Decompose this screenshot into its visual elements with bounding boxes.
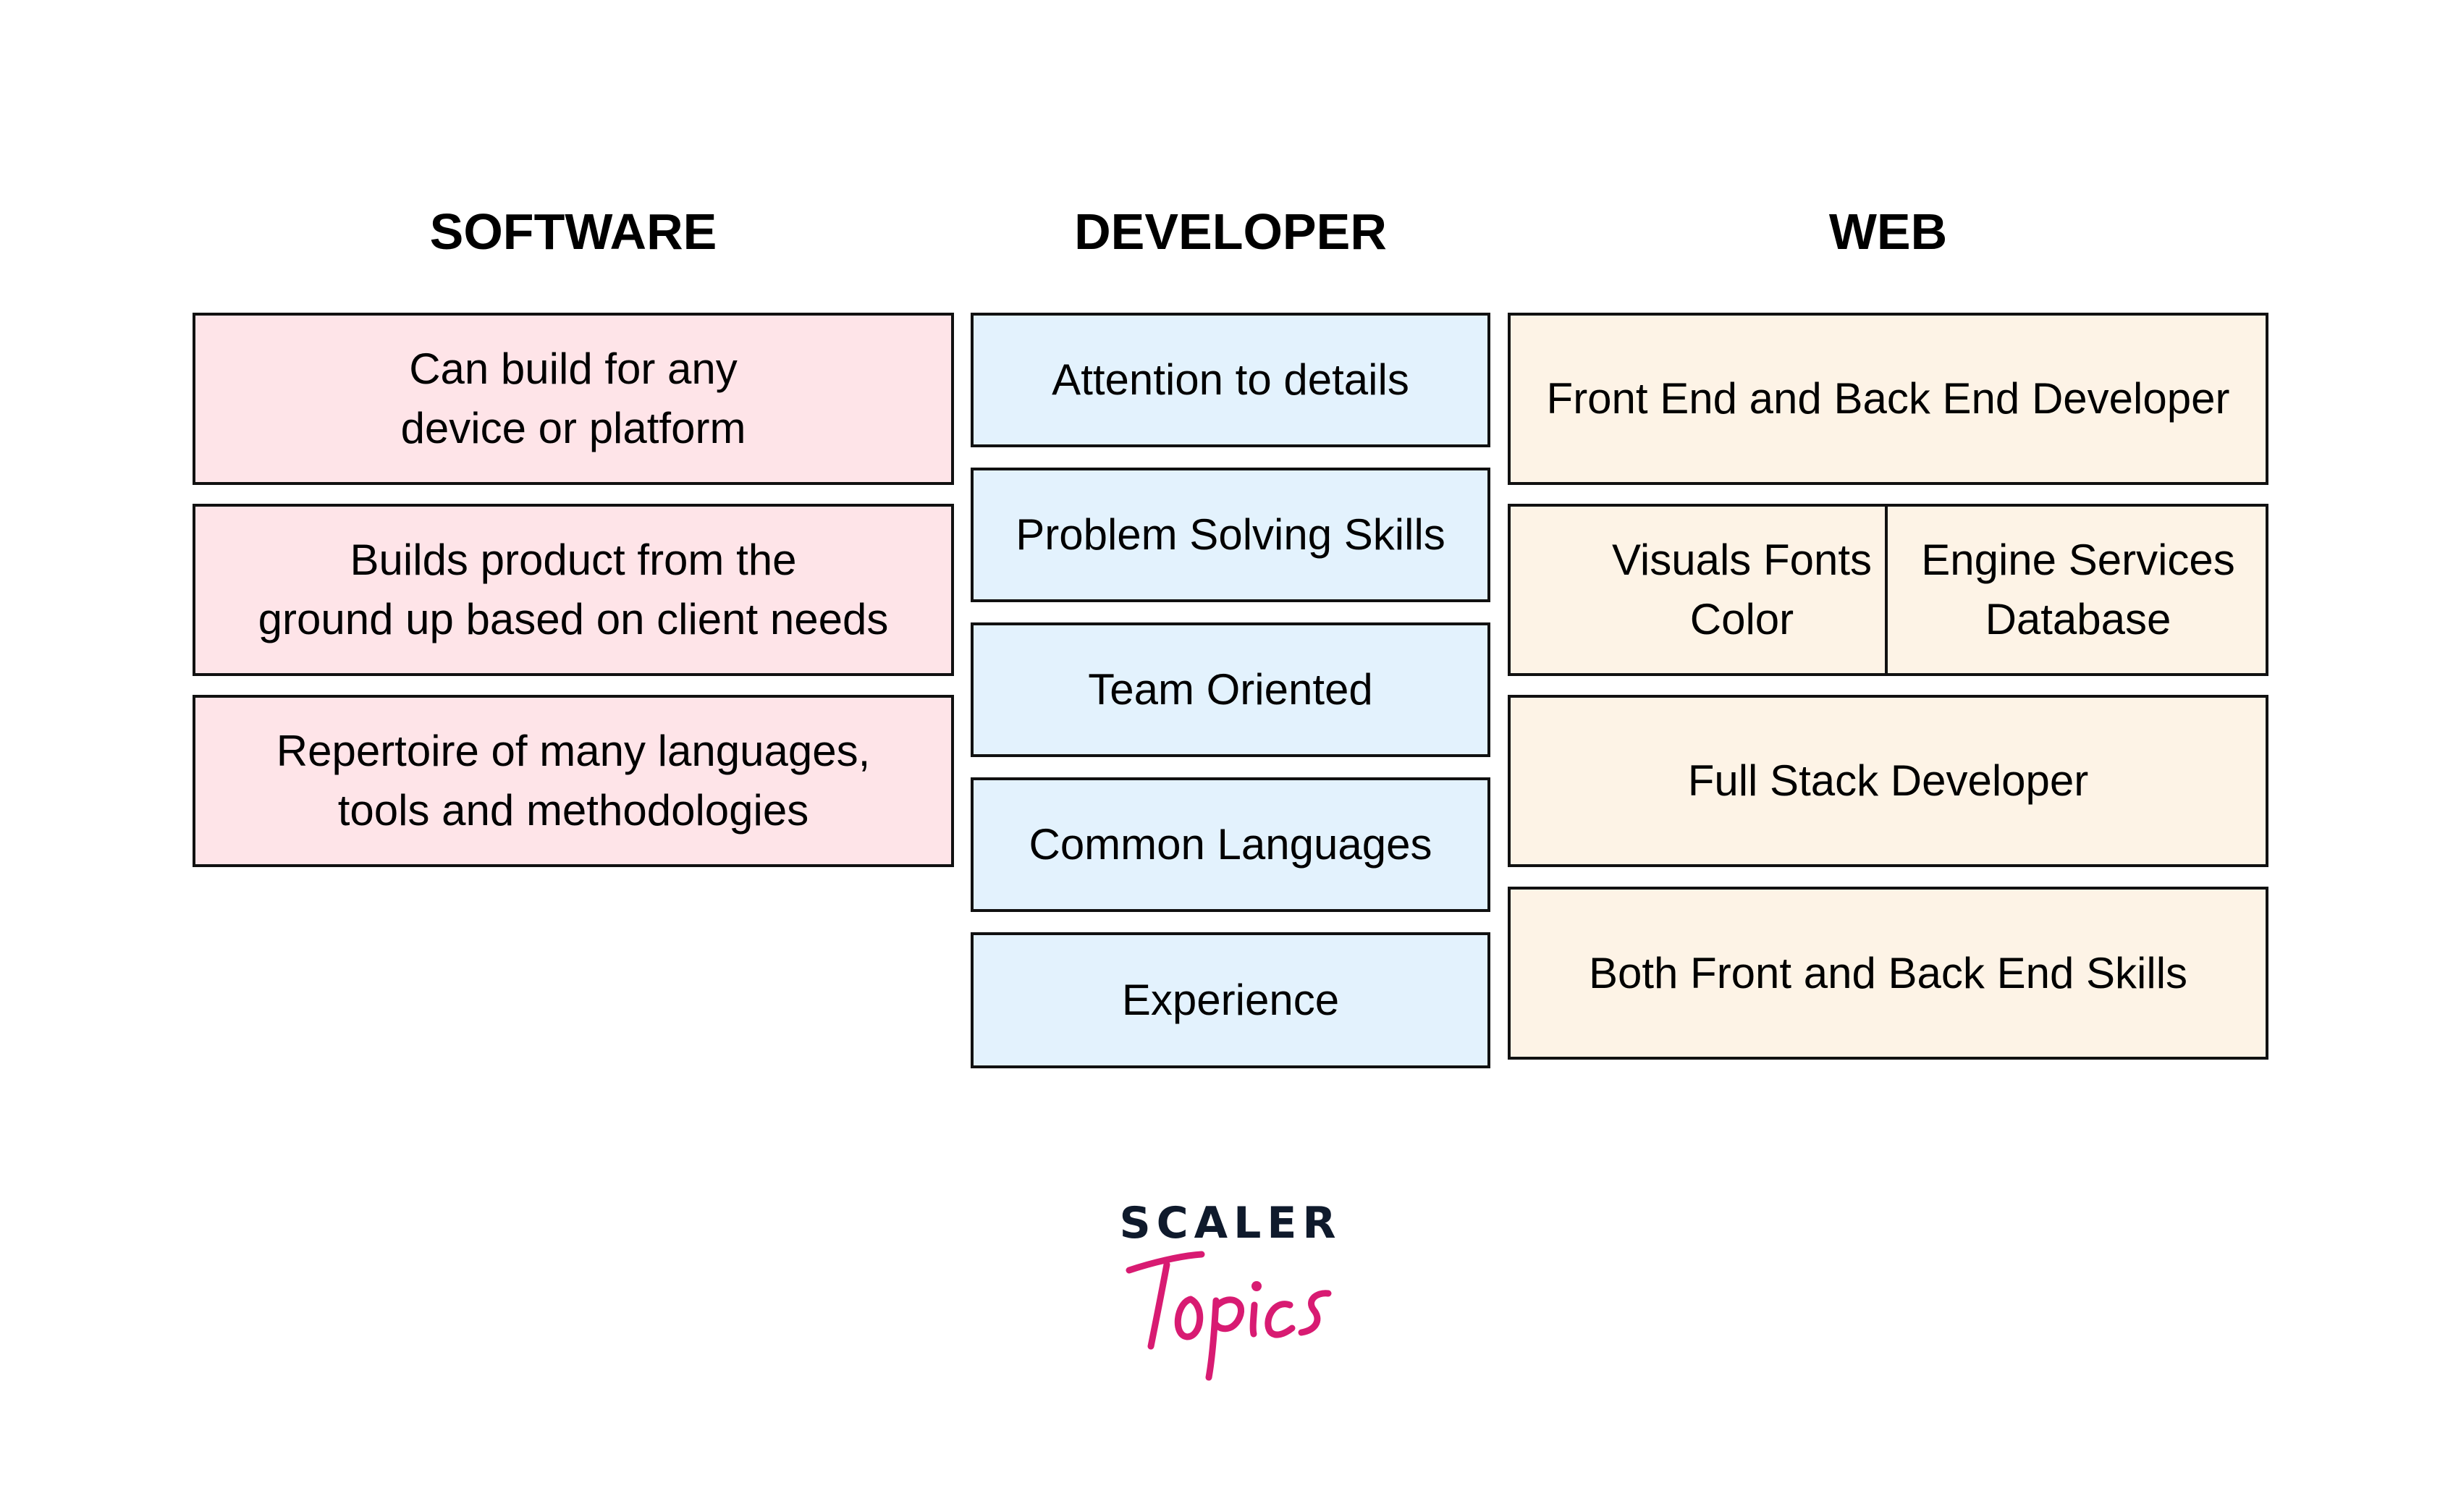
- web-item-split-right: Engine Services Database: [1891, 507, 2266, 673]
- developer-item: Common Languages: [971, 777, 1490, 912]
- developer-item-text: Team Oriented: [1088, 665, 1373, 714]
- web-item-text: Engine Services Database: [1921, 536, 2235, 643]
- web-heading: WEB: [1828, 203, 1948, 260]
- web-item-text: Full Stack Developer: [1687, 756, 2089, 805]
- software-heading: SOFTWARE: [429, 203, 717, 260]
- developer-item: Attention to details: [971, 313, 1490, 447]
- software-item: Builds product from the ground up based …: [193, 504, 954, 676]
- web-item-split-left: Visuals Fonts Color: [1511, 507, 1888, 673]
- web-item-text: Front End and Back End Developer: [1546, 374, 2230, 423]
- software-item-text: Repertoire of many languages, tools and …: [276, 727, 871, 835]
- software-item: Can build for any device or platform: [193, 313, 954, 485]
- developer-item-text: Attention to details: [1052, 355, 1409, 404]
- web-item-text: Visuals Fonts Color: [1611, 536, 1872, 643]
- developer-heading: DEVELOPER: [1074, 203, 1387, 260]
- developer-item: Experience: [971, 932, 1490, 1068]
- web-item: Front End and Back End Developer: [1508, 313, 2268, 485]
- software-item-text: Can build for any device or platform: [400, 345, 746, 452]
- developer-item-text: Experience: [1121, 976, 1340, 1024]
- developer-item-text: Common Languages: [1029, 820, 1432, 869]
- developer-item: Problem Solving Skills: [971, 468, 1490, 602]
- software-item: Repertoire of many languages, tools and …: [193, 695, 954, 867]
- web-item: Full Stack Developer: [1508, 695, 2268, 867]
- web-item-text: Both Front and Back End Skills: [1588, 948, 2188, 997]
- software-item-text: Builds product from the ground up based …: [258, 536, 889, 643]
- logo-topics-script: [1126, 1251, 1332, 1381]
- web-item-split: Visuals Fonts Color Engine Services Data…: [1508, 504, 2268, 676]
- web-item: Both Front and Back End Skills: [1508, 887, 2268, 1060]
- logo-scaler-text: SCALER: [1119, 1198, 1342, 1249]
- developer-item: Team Oriented: [971, 622, 1490, 757]
- developer-item-text: Problem Solving Skills: [1016, 510, 1445, 559]
- scaler-topics-logo: SCALER: [1115, 1198, 1346, 1386]
